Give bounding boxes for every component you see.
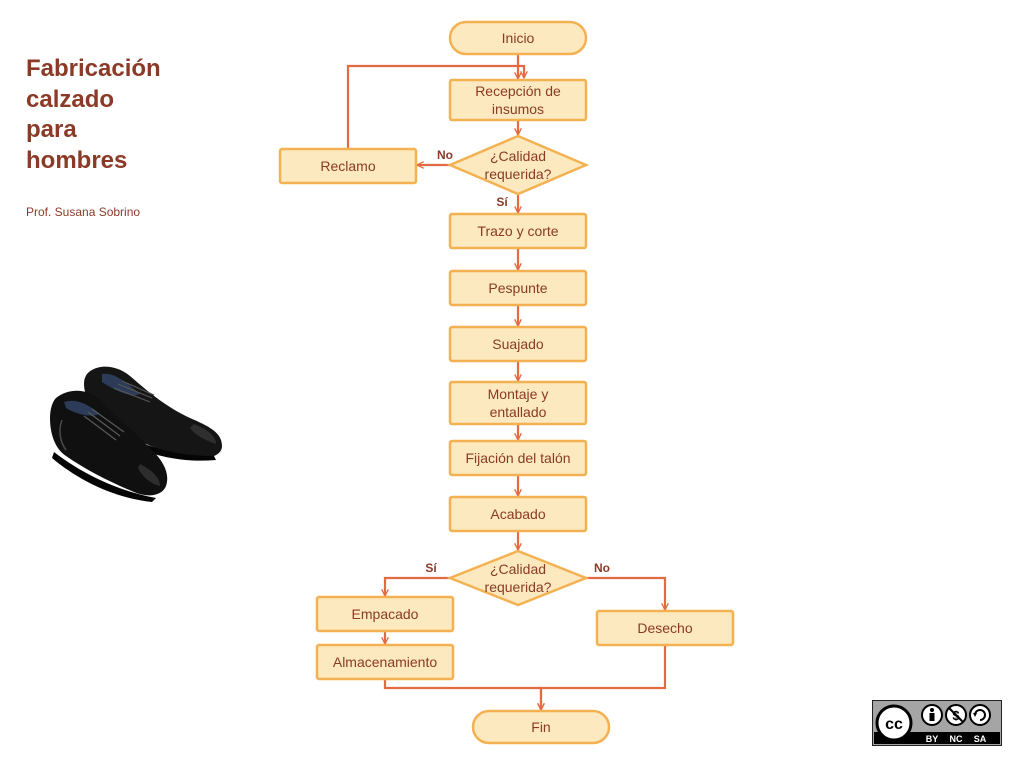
license-term-sa: SA bbox=[974, 734, 987, 744]
license-term-nc: NC bbox=[950, 734, 963, 744]
front-shoe bbox=[50, 390, 168, 502]
node-label-reception: Recepción de bbox=[475, 83, 561, 99]
node-label-storage: Almacenamiento bbox=[333, 654, 437, 670]
page-title: Fabricación calzado para hombres bbox=[26, 55, 161, 174]
node-label-claim: Reclamo bbox=[320, 158, 375, 174]
node-label-quality2: ¿Calidad bbox=[490, 561, 546, 577]
edge-label-quality1-to-claim: No bbox=[437, 148, 453, 162]
node-stitching: Pespunte bbox=[448, 269, 588, 307]
edge-claim-to-reception bbox=[346, 64, 524, 149]
cc-logo-icon: cc bbox=[875, 704, 913, 742]
node-label-cutting: Trazo y corte bbox=[477, 223, 558, 239]
node-label-reception: insumos bbox=[492, 101, 544, 117]
node-discard: Desecho bbox=[595, 609, 735, 647]
node-label-packing: Empacado bbox=[352, 606, 419, 622]
attribution-icon bbox=[921, 704, 943, 726]
node-label-stitching: Pespunte bbox=[488, 280, 547, 296]
oxford-shoes-icon bbox=[50, 366, 222, 502]
cc-logo-text: cc bbox=[885, 716, 903, 733]
node-finishing: Acabado bbox=[448, 495, 588, 533]
node-shape-finishing bbox=[448, 495, 588, 533]
node-storage: Almacenamiento bbox=[315, 643, 455, 681]
node-lasting: Montaje y entallado bbox=[448, 380, 588, 426]
node-label-skiving: Suajado bbox=[492, 336, 544, 352]
node-shape-heel bbox=[448, 439, 588, 477]
node-label-lasting: Montaje y bbox=[488, 386, 549, 402]
node-label-finishing: Acabado bbox=[490, 506, 545, 522]
node-shape-lasting bbox=[448, 380, 588, 426]
node-label-lasting: entallado bbox=[490, 404, 547, 420]
node-label-quality1: requerida? bbox=[485, 166, 552, 182]
author-name: Prof. Susana Sobrino bbox=[26, 205, 141, 219]
node-cutting: Trazo y corte bbox=[448, 212, 588, 250]
node-label-quality2: requerida? bbox=[485, 579, 552, 595]
edge-discard-to-end bbox=[541, 645, 667, 710]
node-shape-end bbox=[471, 709, 611, 745]
node-shape-claim bbox=[278, 147, 418, 185]
node-heel: Fijación del talón bbox=[448, 439, 588, 477]
node-start: Inicio bbox=[448, 20, 588, 56]
edge-quality2-to-discard bbox=[586, 576, 665, 610]
node-quality1: ¿Calidad requerida? bbox=[446, 134, 590, 196]
node-label-quality1: ¿Calidad bbox=[490, 148, 546, 164]
node-claim: Reclamo bbox=[278, 147, 418, 185]
sharealike-icon bbox=[969, 704, 991, 726]
node-shape-start bbox=[448, 20, 588, 56]
node-shape-discard bbox=[595, 609, 735, 647]
node-label-end: Fin bbox=[531, 719, 550, 735]
edge-label-quality1-to-cutting: Sí bbox=[496, 195, 508, 209]
edge-storage-to-end bbox=[383, 679, 541, 710]
back-shoe bbox=[84, 366, 222, 461]
node-shape-reception bbox=[448, 78, 588, 122]
node-shape-quality2 bbox=[446, 549, 590, 607]
node-label-discard: Desecho bbox=[637, 620, 692, 636]
node-shape-packing bbox=[315, 595, 455, 633]
node-reception: Recepción de insumos bbox=[448, 78, 588, 122]
node-skiving: Suajado bbox=[448, 325, 588, 363]
node-end: Fin bbox=[471, 709, 611, 745]
edge-label-quality2-to-packing: Sí bbox=[425, 561, 437, 575]
node-shape-cutting bbox=[448, 212, 588, 250]
node-packing: Empacado bbox=[315, 595, 455, 633]
node-shape-stitching bbox=[448, 269, 588, 307]
noncommercial-icon: $ bbox=[945, 704, 967, 726]
node-label-start: Inicio bbox=[502, 30, 535, 46]
edge-quality2-to-packing bbox=[385, 576, 450, 596]
node-quality2: ¿Calidad requerida? bbox=[446, 549, 590, 607]
node-label-heel: Fijación del talón bbox=[465, 450, 570, 466]
edge-label-quality2-to-discard: No bbox=[594, 561, 610, 575]
license-term-by: BY bbox=[926, 734, 939, 744]
node-shape-storage bbox=[315, 643, 455, 681]
node-shape-skiving bbox=[448, 325, 588, 363]
node-shape-quality1 bbox=[446, 134, 590, 196]
license-badge: cc $ BY NC SA bbox=[872, 700, 1002, 746]
